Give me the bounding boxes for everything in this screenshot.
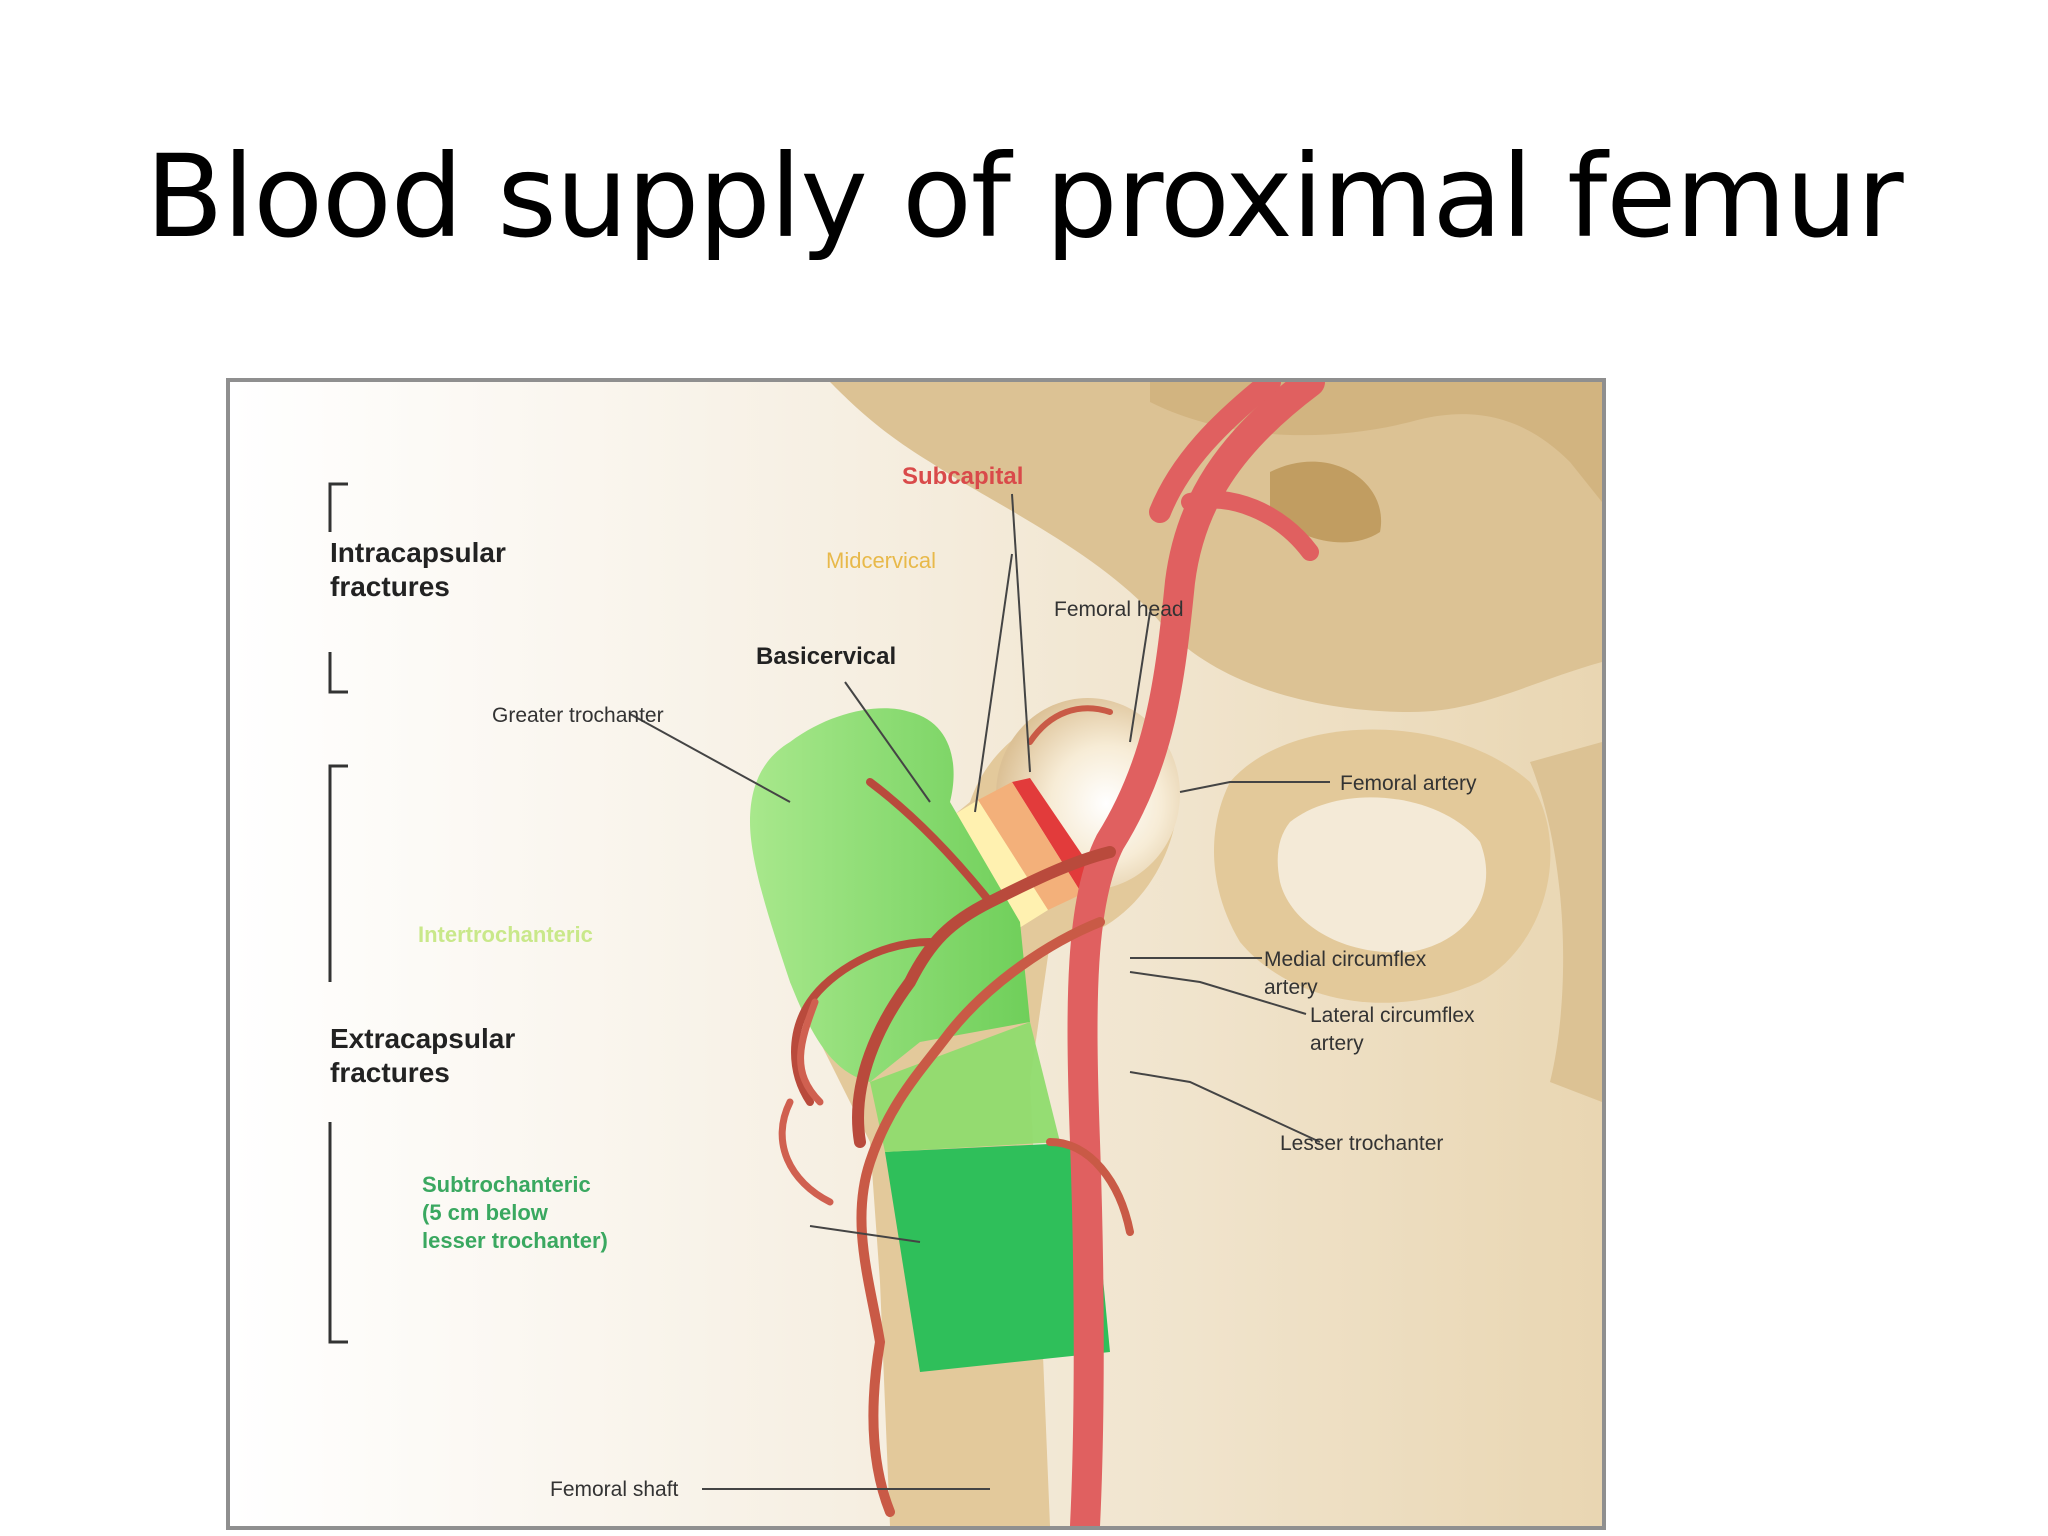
proximal-femur-illustration: Intracapsular fractures Extracapsular fr… — [230, 382, 1602, 1526]
arteries — [778, 382, 1325, 1526]
slide-title: Blood supply of proximal femur — [145, 130, 1903, 263]
anatomy-figure: Intracapsular fractures Extracapsular fr… — [226, 378, 1606, 1530]
midcervical-label: Midcervical — [826, 548, 936, 573]
medial-circumflex-label: Medial circumflex artery — [1264, 948, 1432, 999]
lateral-circumflex-artery — [856, 917, 1105, 1517]
extracapsular-bracket-top — [328, 764, 348, 982]
extracapsular-bracket-bottom — [328, 1122, 348, 1344]
femoral-shaft-label: Femoral shaft — [550, 1478, 679, 1501]
intracapsular-label: Intracapsular fractures — [330, 537, 514, 602]
greater-trochanter-label: Greater trochanter — [492, 704, 664, 727]
leader-lines — [629, 493, 1330, 1490]
group-brackets — [328, 482, 348, 1344]
lesser-trochanter-label: Lesser trochanter — [1280, 1132, 1443, 1155]
midcervical-zone — [978, 782, 1082, 910]
intertrochanteric-label: Intertrochanteric — [418, 922, 593, 947]
subtrochanteric-zone — [885, 1142, 1110, 1372]
femoral-head-label: Femoral head — [1054, 598, 1184, 621]
basicervical-label: Basicervical — [756, 643, 896, 670]
medial-circumflex-artery — [852, 846, 1116, 1148]
lateral-circumflex-label: Lateral circumflex artery — [1310, 1004, 1480, 1055]
subcapital-label: Subcapital — [902, 463, 1023, 490]
basicervical-zone — [942, 800, 1048, 930]
femoral-artery-label: Femoral artery — [1340, 772, 1477, 795]
intracapsular-bracket-top — [328, 482, 348, 532]
subtrochanteric-label: Subtrochanteric (5 cm below lesser troch… — [422, 1172, 608, 1253]
intracapsular-bracket-bottom — [328, 652, 348, 694]
extracapsular-label: Extracapsular fractures — [330, 1023, 523, 1088]
